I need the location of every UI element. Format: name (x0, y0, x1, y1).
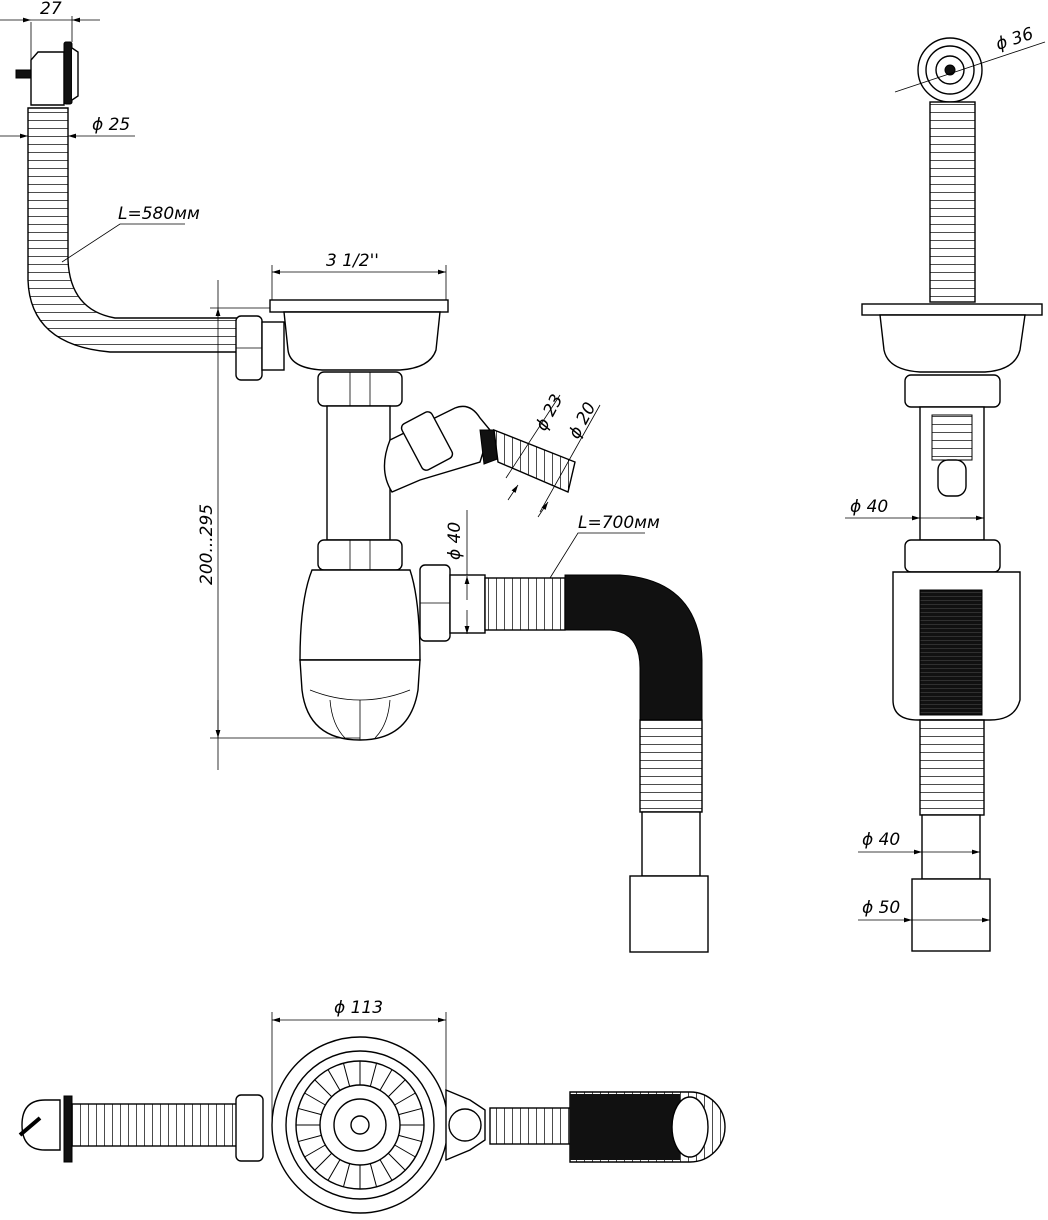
svg-text:ϕ 50: ϕ 50 (862, 898, 900, 918)
strainer-rib (394, 1092, 416, 1106)
strainer-rib (314, 1152, 333, 1171)
strainer-rib (304, 1092, 326, 1106)
strainer-rib (314, 1079, 333, 1098)
dimension-outlet-hose-length: L=700мм (549, 513, 660, 579)
strainer-bowl (269, 299, 449, 371)
outlet-hose (564, 574, 703, 721)
outlet-corrugated (484, 577, 566, 631)
dimension-outlet-inner-diameter: ϕ 40 (858, 830, 980, 855)
strainer-rib (327, 1069, 341, 1091)
strainer-rib (394, 1144, 416, 1158)
strainer-rib (379, 1069, 393, 1091)
dimension-pipe-diameter: ϕ 40 (845, 497, 984, 521)
svg-text:ϕ 40: ϕ 40 (850, 497, 888, 517)
dimension-strainer-diameter: ϕ 113 (271, 998, 447, 1125)
svg-text:ϕ 40: ϕ 40 (862, 830, 900, 850)
dimension-overflow-hose-length: L=580мм (61, 204, 200, 263)
front-view: ϕ 36 ϕ 40 ϕ 40 ϕ 50 (845, 24, 1046, 952)
dimension-height-range: 200...295 (197, 280, 360, 770)
strainer-rib (387, 1152, 406, 1171)
dimension-overflow-hose-diameter: ϕ 25 (0, 115, 135, 139)
svg-text:ϕ 25: ϕ 25 (92, 115, 130, 135)
strainer-rib (298, 1107, 322, 1116)
strainer-rib (304, 1144, 326, 1158)
svg-text:27: 27 (40, 0, 62, 19)
svg-text:ϕ 40: ϕ 40 (445, 522, 465, 560)
outlet-pipe-40 (641, 811, 701, 877)
side-view: 27 ϕ 25 L=580мм 3 1/2'' 200...295 (0, 0, 709, 953)
svg-text:ϕ 113: ϕ 113 (334, 998, 383, 1018)
strainer-rib (298, 1134, 322, 1143)
overflow-fitting (15, 41, 79, 106)
strainer-rib (342, 1163, 351, 1187)
outlet-pipe-50 (629, 875, 709, 953)
dimension-outlet-outer-diameter: ϕ 50 (858, 898, 990, 923)
svg-text:200...295: 200...295 (197, 504, 217, 585)
svg-text:ϕ 23: ϕ 23 (532, 391, 568, 434)
strainer-rib (379, 1159, 393, 1181)
strainer-rib (327, 1159, 341, 1181)
top-view: ϕ 113 (18, 998, 726, 1214)
side-branch-fitting (383, 405, 576, 493)
strainer-rib (398, 1107, 422, 1116)
svg-text:L=700мм: L=700мм (578, 513, 660, 533)
svg-text:ϕ 20: ϕ 20 (565, 399, 601, 442)
strainer-rib (398, 1134, 422, 1143)
bottle-trap (299, 569, 421, 741)
vertical-pipe (326, 405, 391, 541)
lower-nut (317, 539, 403, 571)
svg-text:ϕ 36: ϕ 36 (993, 24, 1036, 55)
strainer-rib (369, 1063, 378, 1087)
upper-nut (317, 371, 403, 407)
svg-text:3 1/2'': 3 1/2'' (326, 251, 379, 271)
overflow-top (18, 1095, 73, 1163)
strainer-rib (387, 1079, 406, 1098)
dimension-27: 27 (0, 0, 100, 105)
dimension-outlet-diameter: ϕ 40 (445, 510, 470, 634)
svg-text:L=580мм: L=580мм (118, 204, 200, 224)
overflow-hose (27, 107, 241, 353)
dimension-strainer-size: 3 1/2'' (271, 251, 447, 300)
strainer-rib (369, 1163, 378, 1187)
strainer-rib (342, 1063, 351, 1087)
